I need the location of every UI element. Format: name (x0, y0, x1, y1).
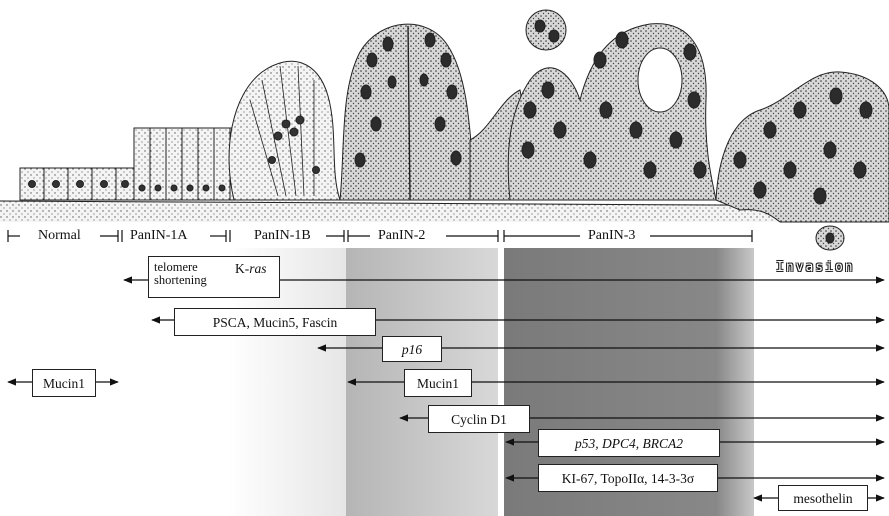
box-mesothelin: mesothelin (778, 485, 868, 511)
box-psca-mucin5-fascin: PSCA, Mucin5, Fascin (174, 308, 376, 336)
stage-label-panin1b: PanIN-1B (254, 228, 311, 244)
box-mucin1-normal: Mucin1 (32, 369, 96, 397)
stage-label-normal: Normal (38, 228, 81, 244)
box-p16: p16 (382, 336, 442, 362)
box-mucin1: Mucin1 (404, 369, 472, 397)
box-p53-dpc4-brca2: p53, DPC4, BRCA2 (538, 429, 720, 457)
box-telomere-kras: telomere shortening K-ras (148, 256, 280, 298)
panin1a-cells (134, 128, 244, 200)
epithelium-illustration (0, 10, 889, 250)
normal-cells (20, 168, 134, 200)
stage-label-panin3: PanIN-3 (588, 228, 635, 244)
stage-label-panin2: PanIN-2 (378, 228, 425, 244)
stage-label-invasion: Invasion (776, 260, 855, 275)
stage-label-panin1a: PanIN-1A (130, 228, 188, 244)
marker-telomere: telomere shortening (154, 261, 207, 287)
marker-kras: K-ras (235, 261, 267, 276)
box-cyclin-d1: Cyclin D1 (428, 405, 530, 433)
detached-cell-cluster (526, 10, 566, 50)
box-ki67-topo-1433: KI-67, TopoIIα, 14-3-3σ (538, 464, 718, 492)
panin1b-papilla (229, 61, 340, 200)
invasive-cells (716, 72, 889, 222)
